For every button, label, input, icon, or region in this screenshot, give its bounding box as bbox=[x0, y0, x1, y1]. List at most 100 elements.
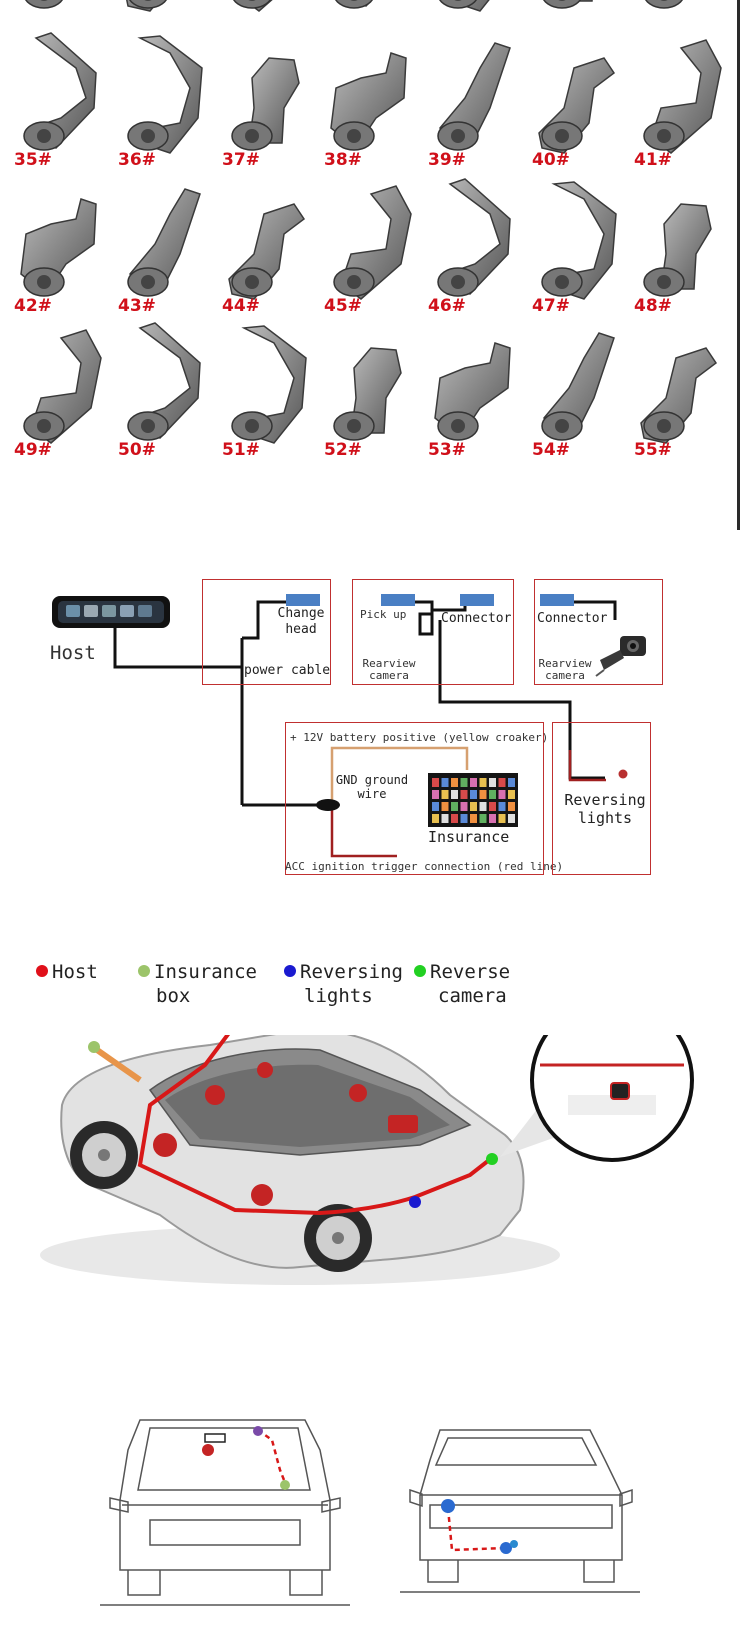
mount-bracket-icon bbox=[541, 332, 615, 441]
legend-host-dot bbox=[36, 965, 48, 977]
mount-number: 45# bbox=[324, 296, 362, 316]
mount-item: 44# bbox=[208, 168, 312, 318]
mount-bracket-icon bbox=[20, 198, 97, 297]
mount-catalogue: 28#29#30#31#32#33#34#35#36#37#38#39#40#4… bbox=[0, 0, 750, 520]
wiring-lines bbox=[52, 596, 646, 858]
host-label: Host bbox=[50, 642, 96, 664]
car-svg bbox=[40, 998, 694, 1285]
mount-bracket-icon bbox=[25, 0, 63, 9]
mount-item: 50# bbox=[104, 312, 208, 462]
connector-tag-1 bbox=[460, 594, 494, 606]
connector-box bbox=[534, 579, 663, 685]
mount-bracket-icon bbox=[434, 342, 511, 441]
mount-bracket-icon bbox=[23, 329, 102, 444]
mount-item: 53# bbox=[414, 312, 518, 462]
connector-label-2: Connector bbox=[537, 611, 608, 626]
marker-insurance-box bbox=[88, 1041, 100, 1053]
car-line-drawings bbox=[0, 1410, 750, 1652]
mount-bracket-icon bbox=[335, 0, 373, 9]
mount-number: 50# bbox=[118, 440, 156, 460]
reversing-lights-box bbox=[552, 722, 651, 875]
mount-item: 33# bbox=[518, 0, 622, 30]
mount-number: 49# bbox=[14, 440, 52, 460]
mount-bracket-icon bbox=[127, 188, 201, 297]
insurance-label: Insurance bbox=[428, 828, 510, 846]
mount-bracket-icon bbox=[437, 178, 511, 297]
mount-bracket-icon bbox=[543, 0, 593, 9]
legend-reverse-camera: Reverse camera bbox=[414, 960, 510, 1008]
mount-number: 43# bbox=[118, 296, 156, 316]
mount-number: 37# bbox=[222, 150, 260, 170]
mount-item: 28# bbox=[0, 0, 104, 30]
mount-bracket-icon bbox=[643, 39, 722, 154]
marker-reversing-lights bbox=[409, 1196, 421, 1208]
mount-number: 46# bbox=[428, 296, 466, 316]
mount-item: 47# bbox=[518, 168, 622, 318]
mount-number: 36# bbox=[118, 150, 156, 170]
mount-item: 51# bbox=[208, 312, 312, 462]
connector-tag-2 bbox=[540, 594, 574, 606]
marker-reverse-camera bbox=[486, 1153, 498, 1165]
connector-label-1: Connector bbox=[441, 611, 512, 626]
mount-item: 41# bbox=[620, 22, 724, 172]
mount-item: 40# bbox=[518, 22, 622, 172]
mount-number: 35# bbox=[14, 150, 52, 170]
change-head-tag bbox=[286, 594, 320, 606]
mount-number: 39# bbox=[428, 150, 466, 170]
mount-bracket-icon bbox=[538, 57, 616, 154]
car-cutaway-illustration bbox=[0, 998, 750, 1365]
legend-reversing-dot bbox=[284, 965, 296, 977]
power-cable-label: power cable bbox=[244, 663, 331, 678]
mount-bracket-icon bbox=[231, 325, 307, 444]
mount-number: 51# bbox=[222, 440, 260, 460]
mount-bracket-icon bbox=[439, 0, 490, 12]
mount-item: 46# bbox=[414, 168, 518, 318]
front-wheel bbox=[70, 1121, 138, 1189]
ground-node bbox=[316, 799, 340, 811]
mount-item: 54# bbox=[518, 312, 622, 462]
mount-number: 38# bbox=[324, 150, 362, 170]
mount-number: 55# bbox=[634, 440, 672, 460]
power-cable-box bbox=[202, 579, 331, 685]
mount-number: 53# bbox=[428, 440, 466, 460]
battery-label: + 12V battery positive (yellow croaker) bbox=[290, 731, 549, 744]
mount-item: 43# bbox=[104, 168, 208, 318]
rear-wheel bbox=[304, 1204, 372, 1272]
camera-closeup bbox=[530, 998, 694, 1162]
legend-insurance-dot bbox=[138, 965, 150, 977]
mount-item: 30# bbox=[208, 0, 312, 30]
mount-number: 52# bbox=[324, 440, 362, 460]
mount-item: 49# bbox=[0, 312, 104, 462]
mount-bracket-icon bbox=[23, 32, 97, 151]
mount-number: 40# bbox=[532, 150, 570, 170]
mount-item: 37# bbox=[208, 22, 312, 172]
mount-number: 48# bbox=[634, 296, 672, 316]
mount-item: 34# bbox=[620, 0, 724, 30]
mount-item: 35# bbox=[0, 22, 104, 172]
legend: Host Insurance box Reversing lights Reve… bbox=[0, 960, 750, 1020]
legend-insurance-box: Insurance box bbox=[138, 960, 257, 1008]
mount-bracket-icon bbox=[437, 42, 511, 151]
mount-item: 39# bbox=[414, 22, 518, 172]
fuse-box-icon bbox=[428, 773, 518, 827]
mount-bracket-icon bbox=[541, 181, 617, 300]
pickup-box bbox=[352, 579, 514, 685]
host-mirror-icon bbox=[52, 596, 170, 628]
mount-item: 48# bbox=[620, 168, 724, 318]
mount-item: 31# bbox=[310, 0, 414, 30]
mount-number: 47# bbox=[532, 296, 570, 316]
mount-bracket-icon bbox=[127, 322, 201, 441]
legend-host: Host bbox=[36, 960, 98, 984]
legend-reversing-lights: Reversing lights bbox=[284, 960, 403, 1008]
mount-bracket-icon bbox=[645, 0, 683, 9]
mount-number: 54# bbox=[532, 440, 570, 460]
mount-bracket-icon bbox=[126, 0, 167, 12]
legend-camera-dot bbox=[414, 965, 426, 977]
front-view-drawing bbox=[100, 1419, 350, 1606]
acc-label: ACC ignition trigger connection (red lin… bbox=[285, 860, 564, 873]
